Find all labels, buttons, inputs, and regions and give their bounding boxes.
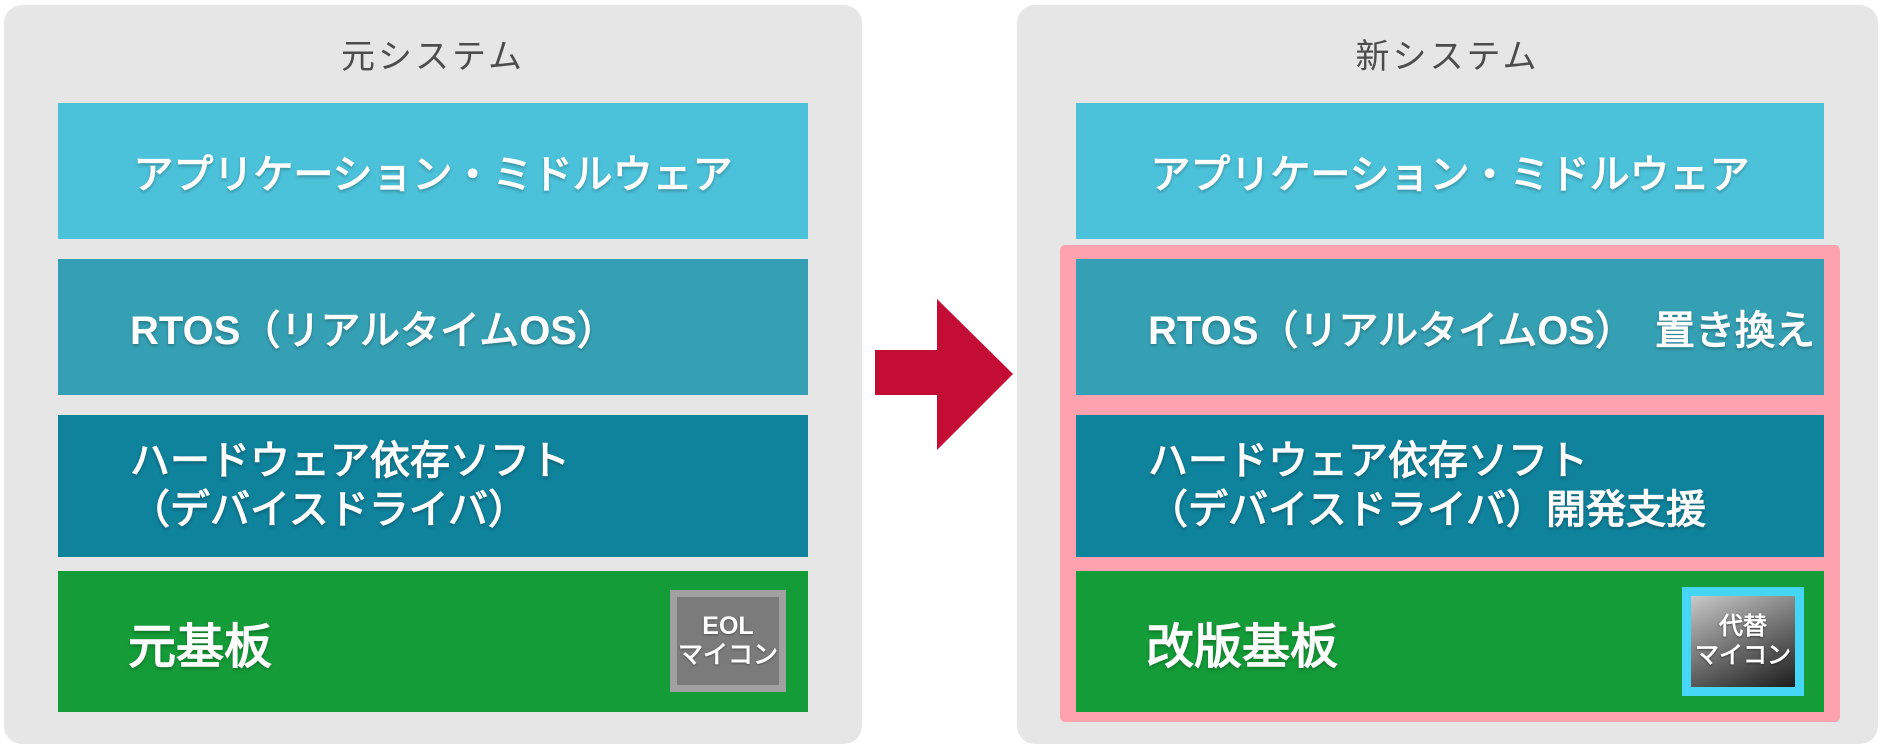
layer-revised-board: 改版基板 代替 マイコン xyxy=(1076,571,1824,712)
right-arrow-icon xyxy=(875,299,1013,450)
replacement-mcu-badge-line1: 代替 xyxy=(1719,613,1767,641)
layer-original-board-label: 元基板 xyxy=(128,620,273,674)
new-system-panel: 新システム アプリケーション・ミドルウェア RTOS（リアルタイムOS） 置き換… xyxy=(1017,5,1878,744)
layer-rtos-new: RTOS（リアルタイムOS） 置き換え xyxy=(1076,259,1824,395)
hardware-label-line2: （デバイスドライバ） xyxy=(130,488,528,532)
transition-arrow xyxy=(875,299,1013,450)
replacement-mcu-badge-line2: マイコン xyxy=(1695,641,1791,669)
replacement-mcu-badge: 代替 マイコン xyxy=(1682,587,1804,696)
layer-rtos-new-label: RTOS（リアルタイムOS） 置き換え xyxy=(1148,309,1815,353)
layer-hardware-dependent-new-label: ハードウェア依存ソフト （デバイスドライバ）開発支援 xyxy=(1148,437,1706,535)
layer-hardware-dependent-original: ハードウェア依存ソフト （デバイスドライバ） xyxy=(58,415,808,557)
new-system-title: 新システム xyxy=(1355,38,1540,76)
original-system-title: 元システム xyxy=(341,38,525,76)
original-system-panel: 元システム アプリケーション・ミドルウェア RTOS（リアルタイムOS） ハード… xyxy=(4,5,862,744)
layer-application-middleware-original: アプリケーション・ミドルウェア xyxy=(58,103,808,239)
layer-hardware-dependent-new: ハードウェア依存ソフト （デバイスドライバ）開発支援 xyxy=(1076,415,1824,557)
layer-application-middleware-new: アプリケーション・ミドルウェア xyxy=(1076,103,1824,239)
hardware-label-line1: ハードウェア依存ソフト xyxy=(130,439,570,484)
hardware-label-line2: （デバイスドライバ）開発支援 xyxy=(1148,488,1706,532)
eol-mcu-badge: EOL マイコン xyxy=(670,590,786,692)
layer-original-board: 元基板 EOL マイコン xyxy=(58,571,808,712)
eol-mcu-badge-line2: マイコン xyxy=(677,641,778,669)
layer-application-middleware-original-label: アプリケーション・ミドルウェア xyxy=(133,153,733,197)
hardware-label-line1: ハードウェア依存ソフト xyxy=(1148,439,1588,484)
layer-rtos-original-label: RTOS（リアルタイムOS） xyxy=(130,309,617,353)
layer-hardware-dependent-original-label: ハードウェア依存ソフト （デバイスドライバ） xyxy=(130,437,570,535)
layer-revised-board-label: 改版基板 xyxy=(1146,620,1339,674)
layer-rtos-original: RTOS（リアルタイムOS） xyxy=(58,259,808,395)
eol-mcu-badge-line1: EOL xyxy=(702,612,754,641)
layer-application-middleware-new-label: アプリケーション・ミドルウェア xyxy=(1150,153,1750,197)
